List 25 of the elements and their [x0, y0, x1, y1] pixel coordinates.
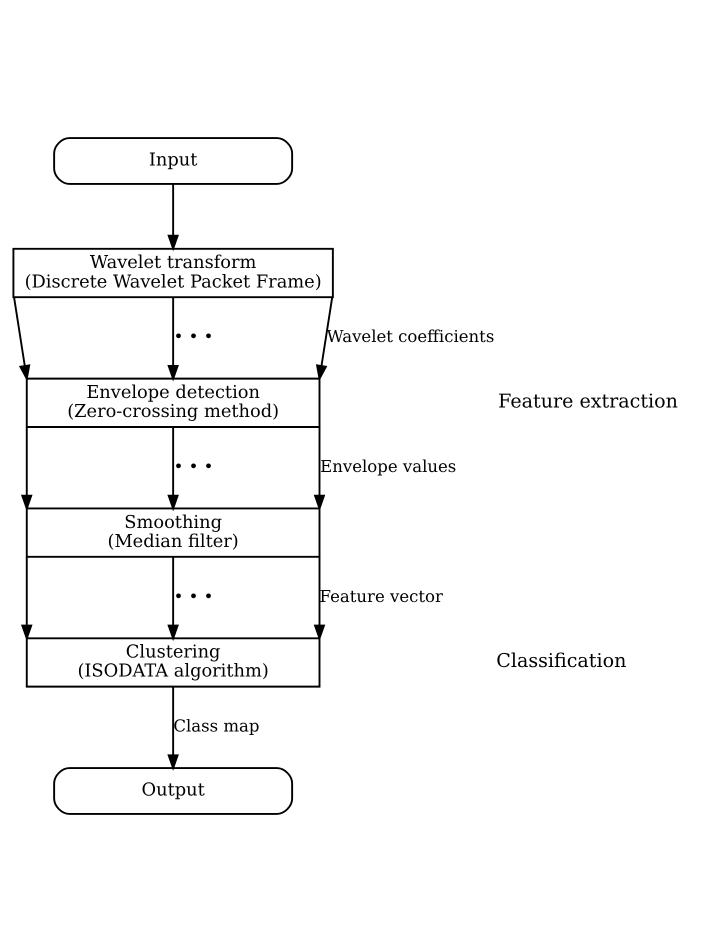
- node-box: Input: [53, 136, 294, 184]
- edge-label: Envelope values: [320, 456, 456, 476]
- arrow: [167, 184, 179, 251]
- label: Feature extraction: [498, 388, 678, 412]
- edge-label: Wavelet coefficients: [326, 326, 494, 346]
- edge-label: • • •: [174, 456, 214, 476]
- arrow: [20, 556, 33, 641]
- edge-label: • • •: [174, 586, 214, 606]
- label: Classification: [496, 648, 626, 672]
- node-box: Envelope detection (Zero-crossing method): [26, 377, 320, 428]
- arrow: [13, 296, 30, 381]
- arrow: [20, 426, 33, 511]
- edge-label: Class map: [173, 716, 260, 736]
- node-box: Output: [53, 766, 294, 814]
- arrow: [314, 556, 326, 641]
- node-box: Wavelet transform (Discrete Wavelet Packet Frame): [12, 247, 334, 298]
- arrow: [167, 296, 179, 382]
- node-box: Clustering (ISODATA algorithm): [26, 636, 320, 688]
- node-box: Smoothing (Median filter): [26, 507, 320, 558]
- arrow: [167, 426, 179, 511]
- arrow: [314, 426, 326, 511]
- arrow: [167, 686, 179, 770]
- arrow: [316, 296, 334, 381]
- edge-label: • • •: [174, 326, 214, 346]
- arrow: [167, 556, 179, 641]
